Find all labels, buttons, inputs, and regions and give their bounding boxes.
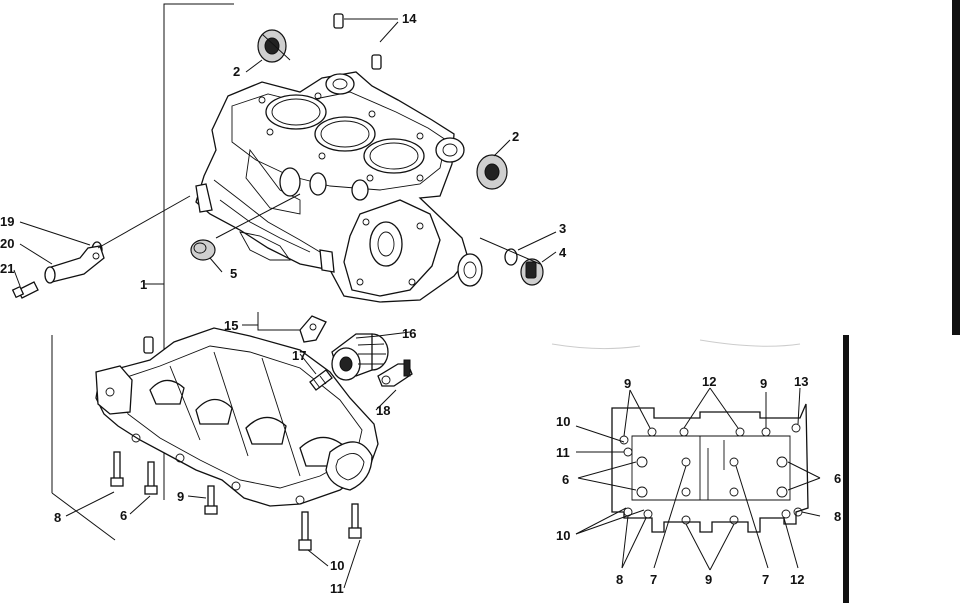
edge-bar-top	[952, 0, 960, 335]
bolt-10	[298, 511, 312, 551]
callout-17: 17	[292, 348, 306, 363]
pattern-label-6-left: 6	[562, 472, 569, 487]
callout-4: 4	[559, 245, 567, 260]
bolt-11	[348, 503, 362, 539]
callout-20: 20	[0, 236, 14, 251]
callout-9: 9	[177, 489, 184, 504]
edge-bar-bottom	[843, 335, 849, 603]
elbow-fitting	[44, 245, 105, 284]
dowel-pins	[143, 13, 382, 354]
pattern-label-12-top: 12	[702, 374, 716, 389]
callout-18: 18	[376, 403, 390, 418]
callout-5: 5	[230, 266, 237, 281]
motor-mount-left	[257, 29, 291, 63]
callout-8: 8	[54, 510, 61, 525]
callout-11: 11	[330, 581, 344, 596]
pattern-label-10-top: 10	[556, 414, 570, 429]
callout-15: 15	[224, 318, 238, 333]
callout-6: 6	[120, 508, 127, 523]
bolt-6	[144, 461, 158, 495]
callout-1: 1	[140, 277, 147, 292]
plug	[190, 239, 216, 261]
callout-labels: 14 2 2 3 4 5 19 20 21 1 15 16 17 18 8 6 …	[0, 11, 567, 596]
bracket-15	[257, 312, 327, 343]
callout-10: 10	[330, 558, 344, 573]
sensor-18	[377, 359, 413, 387]
pattern-label-8-right: 8	[834, 509, 841, 524]
bolt-9	[204, 485, 218, 515]
pattern-label-9-left: 9	[624, 376, 631, 391]
callout-16: 16	[402, 326, 416, 341]
callout-2-left: 2	[233, 64, 240, 79]
callout-19: 19	[0, 214, 14, 229]
callout-2-right: 2	[512, 129, 519, 144]
cap	[520, 258, 544, 286]
fitting-17	[309, 369, 333, 391]
pattern-label-9-bottom: 9	[705, 572, 712, 587]
motor-mount-right	[476, 154, 508, 190]
assembly-bracket	[51, 3, 234, 541]
upper-crankcase	[195, 71, 483, 303]
callout-3: 3	[559, 221, 566, 236]
bolt-pattern-inset: 9 12 9 13 10 11 6 6 10 8 8 7 9 7 12	[551, 339, 841, 587]
pattern-label-8-bottom: 8	[616, 572, 623, 587]
pattern-label-7-right: 7	[762, 572, 769, 587]
pattern-label-11: 11	[556, 445, 570, 460]
screw-21	[11, 281, 39, 299]
callout-21: 21	[0, 261, 14, 276]
pattern-label-13: 13	[794, 374, 808, 389]
pattern-label-7-left: 7	[650, 572, 657, 587]
pattern-label-9-right: 9	[760, 376, 767, 391]
pattern-label-10-bottom: 10	[556, 528, 570, 543]
callout-14: 14	[402, 11, 417, 26]
bolt-8	[110, 451, 124, 487]
pattern-label-12-bottom: 12	[790, 572, 804, 587]
pattern-label-6-right: 6	[834, 471, 841, 486]
leader-lines	[13, 18, 557, 589]
oil-filter	[331, 333, 389, 381]
lower-crankcase	[95, 327, 379, 507]
